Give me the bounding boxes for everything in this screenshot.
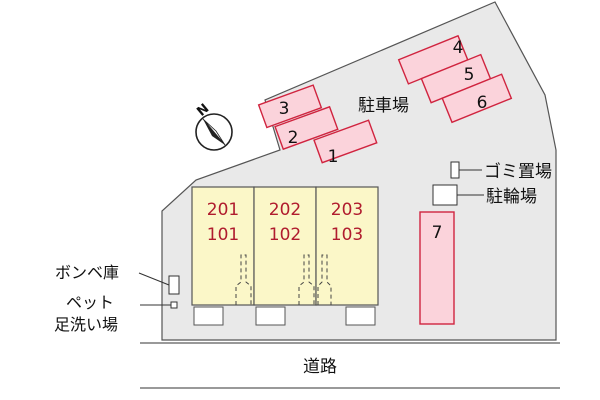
- gas-cylinder-leader: [138, 272, 170, 286]
- parking-group-right: [397, 34, 513, 124]
- bicycle-parking-area: [432, 184, 458, 206]
- bicycle-label: 駐輪場: [486, 187, 537, 207]
- parking-space-2: [274, 105, 339, 151]
- gas-cylinder-label: ボンベ庫: [55, 263, 119, 282]
- garbage-area: [450, 161, 460, 179]
- building: 201 101 202 102 203 103: [191, 186, 379, 326]
- entrance-step-3: [345, 306, 376, 326]
- unit-103-label: 103: [331, 225, 363, 245]
- pet-wash-label-line1: ペット: [66, 293, 114, 312]
- unit-201-label: 201: [207, 200, 239, 220]
- unit-101-label: 101: [207, 225, 239, 245]
- parking-number-5: 5: [464, 65, 475, 85]
- north-arrow-icon: N: [194, 101, 233, 151]
- unit-202-label: 202: [269, 200, 301, 220]
- unit-203-label: 203: [331, 200, 363, 220]
- parking-space-1: [313, 119, 378, 164]
- parking-number-2: 2: [288, 128, 299, 148]
- unit-1-block: [191, 186, 255, 306]
- parking-space-6: [441, 73, 513, 124]
- pet-wash-label-line2: 足洗い場: [54, 315, 118, 334]
- parking-group-left: [257, 84, 378, 164]
- pet-wash-station: [170, 301, 178, 309]
- garbage-label: ゴミ置場: [484, 161, 552, 182]
- entrance-step-2: [255, 306, 286, 326]
- road-label: 道路: [303, 357, 337, 377]
- parking-number-3: 3: [279, 99, 290, 119]
- parking-label: 駐車場: [358, 96, 409, 116]
- parking-number-6: 6: [477, 93, 488, 113]
- parking-number-4: 4: [453, 38, 464, 58]
- unit-102-label: 102: [269, 225, 301, 245]
- gas-cylinder-storage: [168, 275, 180, 295]
- parking-space-3: [257, 84, 323, 129]
- parking-space-7: [419, 211, 455, 325]
- unit-3-block: [315, 186, 379, 306]
- parking-number-1: 1: [328, 147, 339, 167]
- parking-number-7: 7: [432, 223, 443, 243]
- entrance-step-1: [193, 306, 224, 326]
